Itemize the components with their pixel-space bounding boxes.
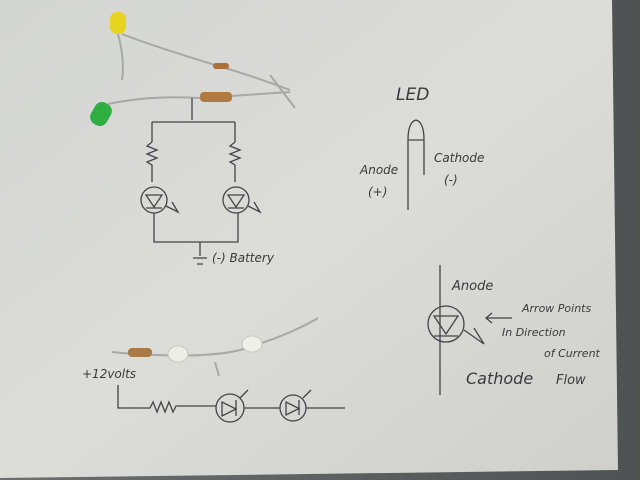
parallel-circuit-drawing [140,98,262,265]
symbol-cathode-label: Cathode [466,369,533,388]
series-components [111,317,319,377]
led-anode-label: Anode [359,163,398,177]
led-title: LED [396,85,429,105]
led-cathode-sign: (-) [444,173,458,187]
led-anode-sign: (+) [368,185,387,199]
flow-label: Flow [556,373,586,388]
arrow-note-line-3: of Current [544,347,601,360]
arrow-note-line-2: In Direction [502,326,566,339]
battery-label: (-) Battery [212,251,275,265]
green-led [90,74,296,126]
led-leads-drawing [407,119,425,210]
led-cathode-label: Cathode [434,151,484,165]
symbol-anode-label: Anode [451,279,493,294]
led-symbol-drawing [427,265,512,395]
series-circuit-drawing [117,385,345,423]
paper-sheet [0,0,618,478]
arrow-note-line-1: Arrow Points [521,302,591,315]
voltage-label: +12volts [82,367,136,381]
resistor-top [200,63,232,102]
